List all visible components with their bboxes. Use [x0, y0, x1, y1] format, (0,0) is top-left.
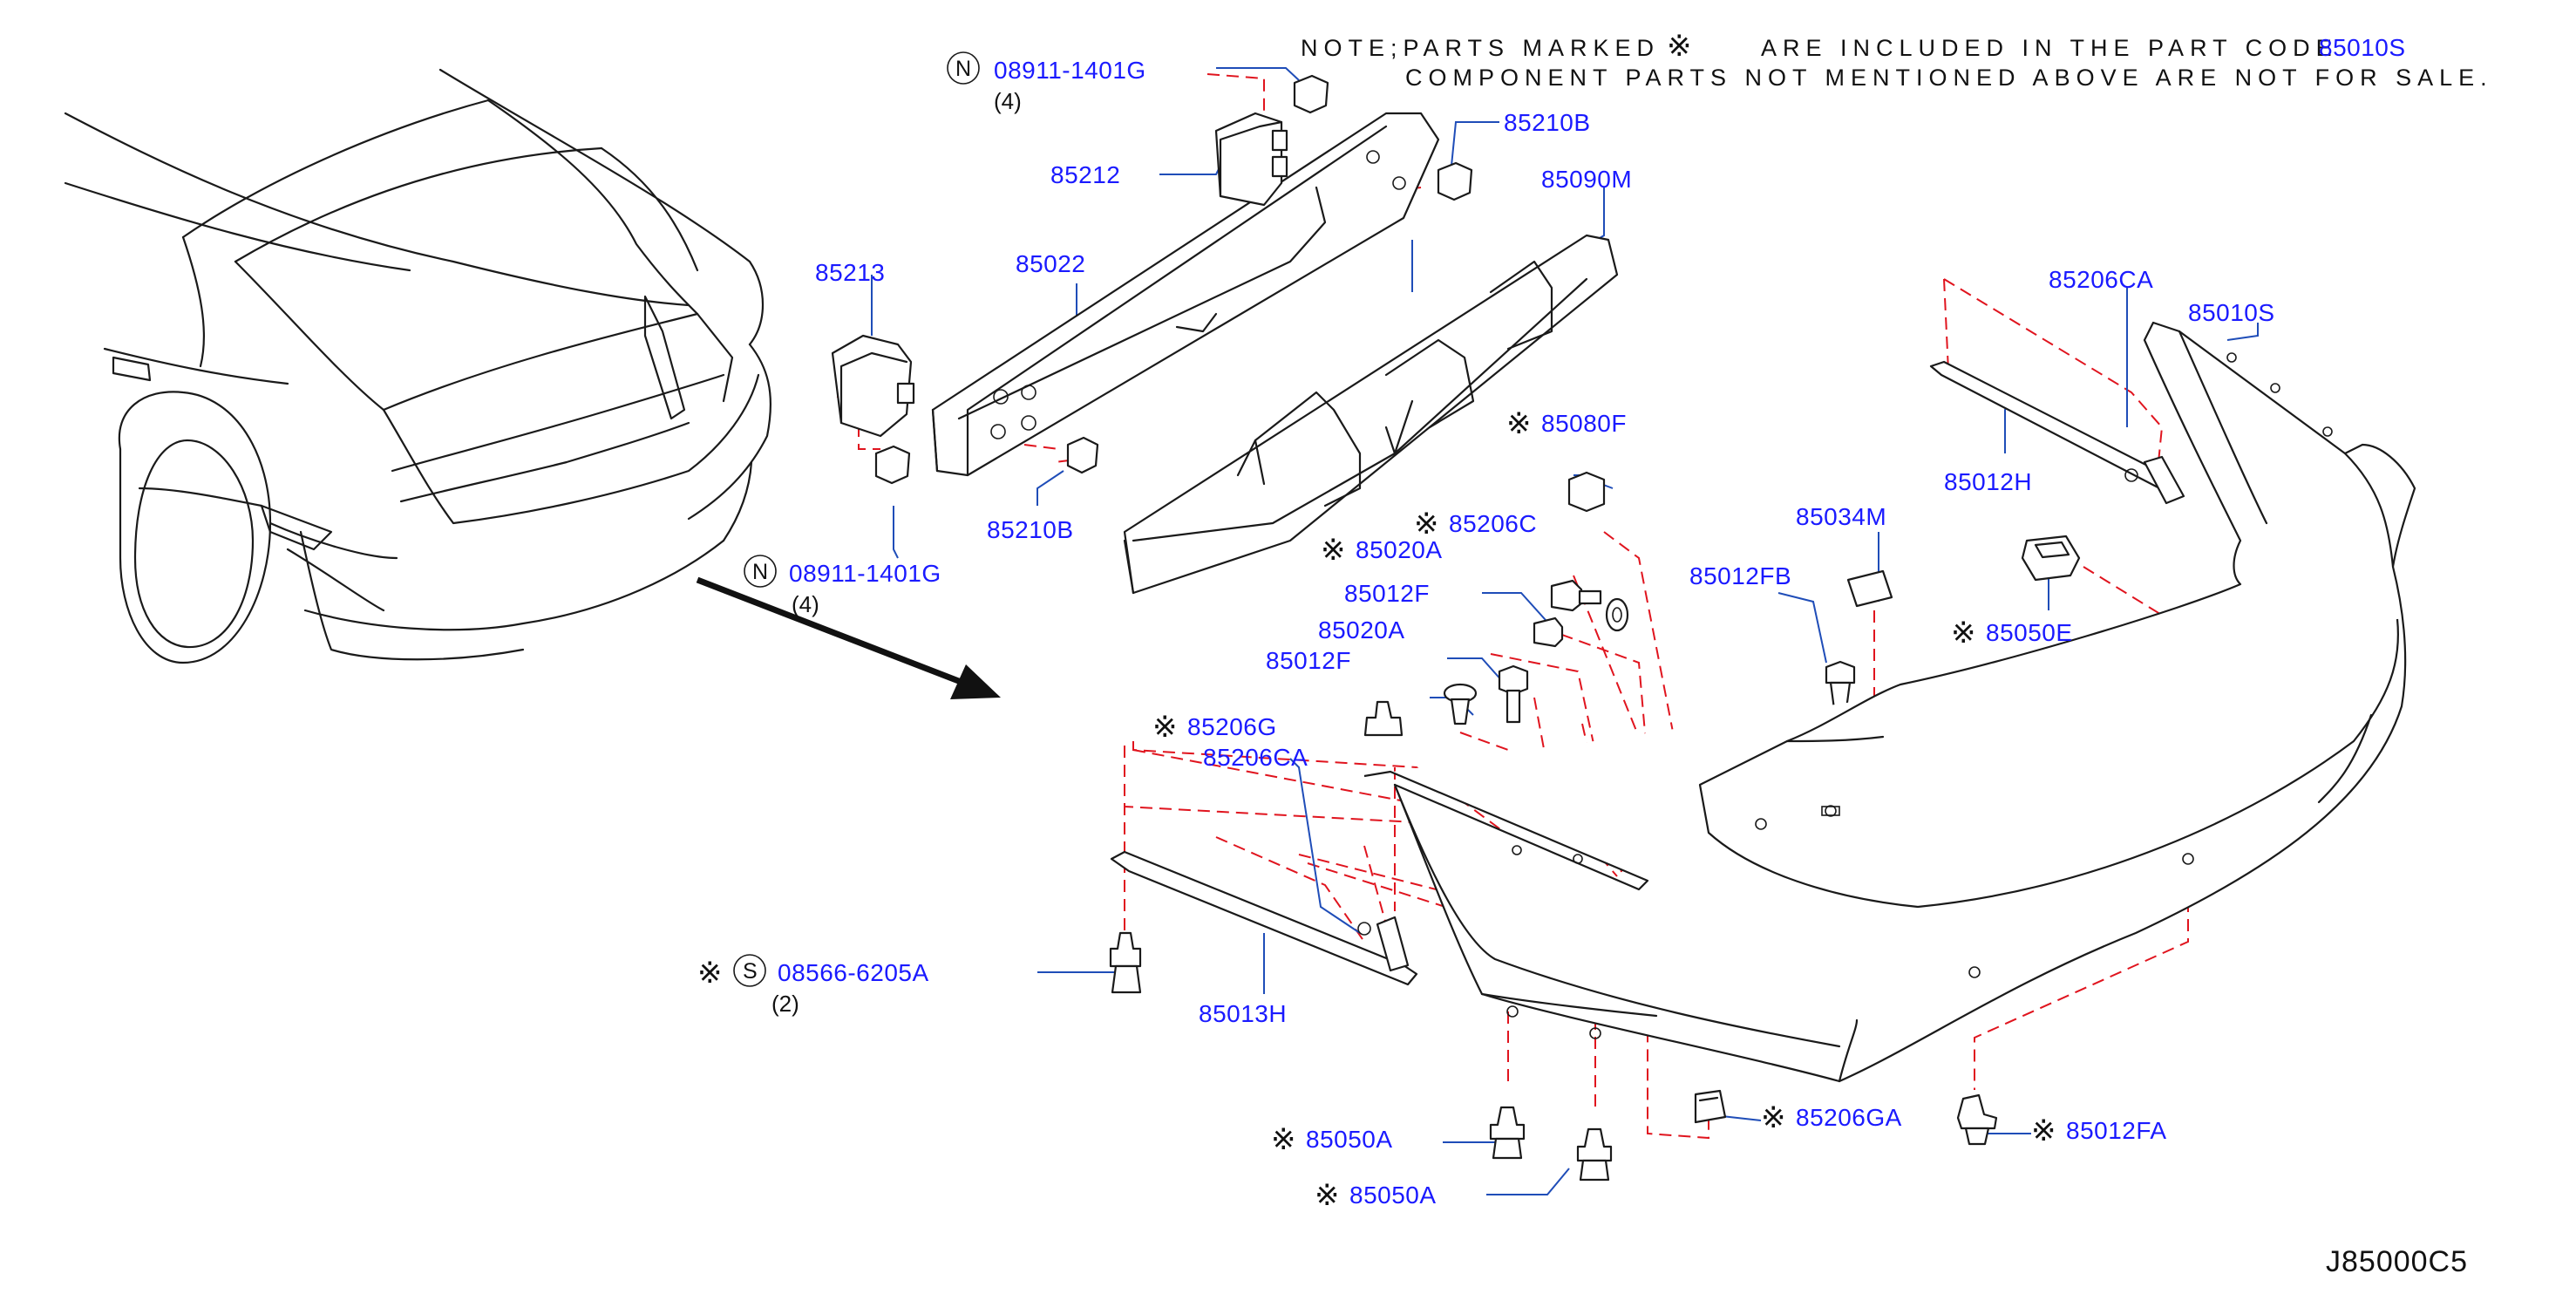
clip-85206g: [1363, 700, 1404, 737]
qty-08566: (2): [771, 991, 799, 1017]
bumper-fascia-85010s: [1363, 321, 2416, 1083]
mark-icon: ※: [697, 957, 723, 990]
callout-85213[interactable]: 85213: [815, 259, 885, 286]
clip-85050e: [2021, 535, 2081, 582]
bracket-85013h: [1110, 850, 1418, 986]
direction-arrow: [696, 576, 1001, 699]
bracket-85212: [1214, 112, 1288, 207]
washer-85206c: [1605, 597, 1629, 632]
qty-08911-top: (4): [994, 88, 1022, 114]
note-mark-icon: ※: [1667, 30, 1692, 63]
clip-85012f-a: [1533, 616, 1564, 648]
s-symbol-label: S: [743, 959, 758, 984]
nut-08911-top: [1293, 74, 1329, 114]
n-symbol-label: N: [752, 560, 768, 584]
clip-85012fb: [1825, 660, 1856, 711]
bracket-85213: [831, 334, 915, 438]
callout-85020a-1[interactable]: 85020A: [1356, 536, 1443, 563]
note-line-2: COMPONENT PARTS NOT MENTIONED ABOVE ARE …: [1405, 65, 2493, 91]
callout-85050a-2[interactable]: 85050A: [1349, 1182, 1437, 1209]
reinforcement-85022: [931, 112, 1440, 477]
mark-icon: ※: [1506, 407, 1532, 440]
screw-85050a-1: [1489, 1106, 1526, 1160]
n-symbol-label: N: [955, 57, 971, 81]
grommet-85080f: [1567, 471, 1606, 513]
parts-note: NOTE;PARTS MARKED ※ ARE INCLUDED IN THE …: [1301, 30, 2493, 91]
callout-85212[interactable]: 85212: [1050, 161, 1120, 188]
note-code: 85010S: [2319, 34, 2406, 61]
mark-icon: ※: [1152, 711, 1178, 744]
mark-icon: ※: [2031, 1114, 2056, 1148]
callout-85206g[interactable]: 85206G: [1187, 713, 1277, 740]
callout-85080f[interactable]: 85080F: [1541, 410, 1627, 437]
mark-icon: ※: [1414, 507, 1439, 541]
clip-85012f-b: [1443, 683, 1478, 725]
callout-85210b-top[interactable]: 85210B: [1504, 109, 1591, 136]
label-85034m: [1846, 569, 1893, 608]
screw-08566: [1109, 931, 1142, 994]
mark-icon: ※: [1321, 534, 1346, 567]
clip-85206ga: [1694, 1089, 1727, 1124]
callout-85012h[interactable]: 85012H: [1944, 468, 2032, 495]
callout-85090m[interactable]: 85090M: [1541, 166, 1632, 193]
n-symbol-icon: [744, 555, 777, 588]
mark-icon: ※: [1271, 1123, 1296, 1156]
callout-85022[interactable]: 85022: [1016, 250, 1085, 277]
s-symbol-icon: [733, 954, 766, 987]
qty-08911-left: (4): [792, 591, 819, 617]
callout-85012fa[interactable]: 85012FA: [2066, 1117, 2167, 1144]
callout-85050a-1[interactable]: 85050A: [1306, 1126, 1393, 1153]
callout-08911-1401g-top[interactable]: 08911-1401G: [994, 57, 1146, 84]
absorber-85090m: [1123, 234, 1619, 595]
callout-85034m[interactable]: 85034M: [1796, 503, 1886, 530]
callout-labels: N 08911-1401G (4) 85212 85210B 85090M 85…: [697, 51, 2275, 1212]
callout-85210b-bottom[interactable]: 85210B: [987, 516, 1074, 543]
callout-85206ga[interactable]: 85206GA: [1796, 1104, 1902, 1131]
n-symbol-icon: [947, 51, 980, 85]
mark-icon: ※: [1951, 616, 1976, 650]
callout-85012fb[interactable]: 85012FB: [1689, 562, 1791, 589]
diagram-reference-code: J85000C5: [2326, 1245, 2468, 1278]
nut-85210b-top: [1437, 161, 1473, 201]
callout-85012f-2[interactable]: 85012F: [1266, 647, 1351, 674]
note-line-1: NOTE;PARTS MARKED: [1301, 35, 1660, 61]
bracket-85012h: [1929, 360, 2185, 505]
callout-85050e[interactable]: 85050E: [1986, 619, 2073, 646]
mark-icon: ※: [1315, 1179, 1340, 1212]
callout-85206c[interactable]: 85206C: [1449, 510, 1537, 537]
clip-85012fa: [1956, 1093, 1998, 1146]
mark-icon: ※: [1761, 1101, 1786, 1134]
vehicle-rear-illustration: [64, 68, 772, 664]
note-line-1b: ARE INCLUDED IN THE PART CODE: [1761, 35, 2338, 61]
bolt-85020a: [1498, 664, 1529, 724]
leader-lines: [871, 67, 2259, 1195]
callout-08566-6205a[interactable]: 08566-6205A: [778, 959, 929, 986]
bolt-85206c: [1550, 579, 1602, 612]
callout-85012f-1[interactable]: 85012F: [1344, 580, 1430, 607]
callout-85010s[interactable]: 85010S: [2188, 299, 2275, 326]
callout-08911-1401g-left[interactable]: 08911-1401G: [789, 560, 941, 587]
nut-85210b-bottom: [1066, 436, 1099, 474]
callout-85013h[interactable]: 85013H: [1199, 1000, 1287, 1027]
callout-85206ca-right[interactable]: 85206CA: [2049, 266, 2153, 293]
nut-08911-left: [874, 445, 911, 485]
callout-85020a-2[interactable]: 85020A: [1318, 616, 1405, 644]
screw-85050a-2: [1576, 1127, 1613, 1182]
callout-85206ca-left[interactable]: 85206CA: [1203, 744, 1308, 771]
